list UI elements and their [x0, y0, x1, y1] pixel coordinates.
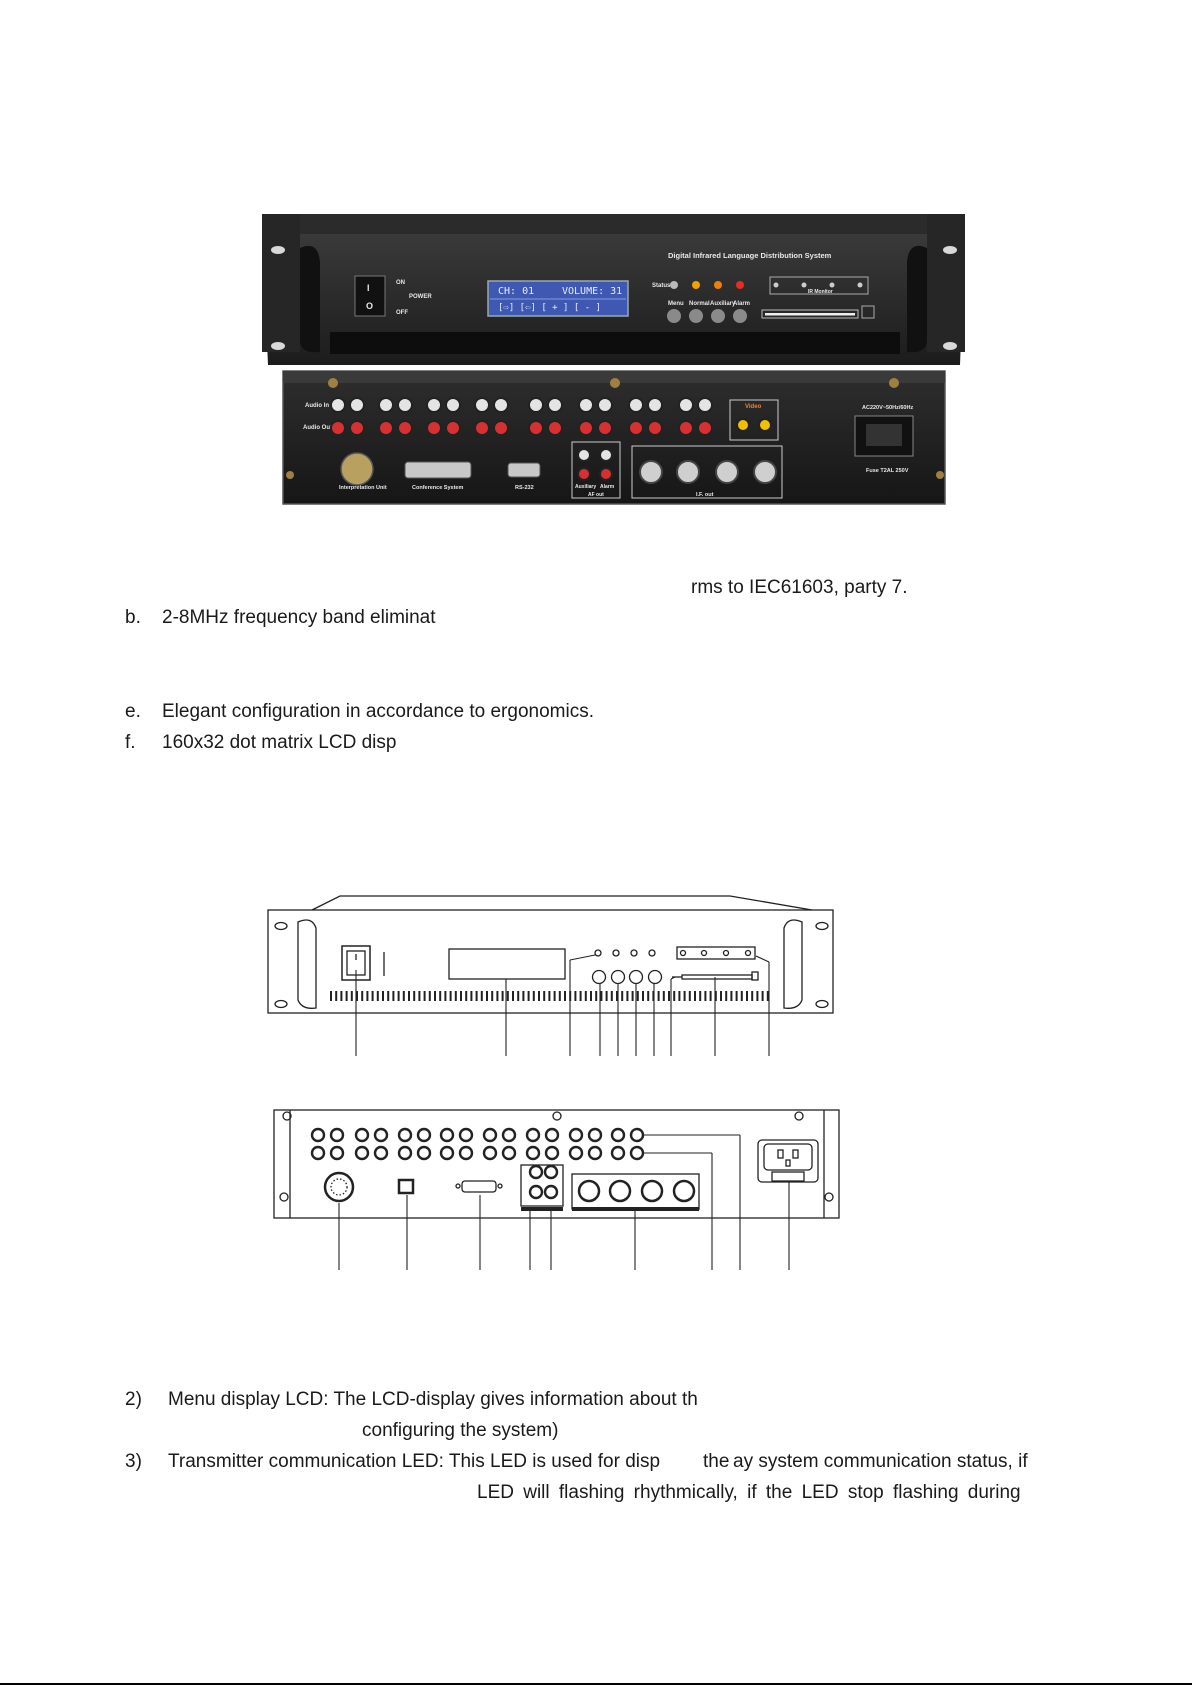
rear-connector-2: Conference System — [412, 485, 463, 491]
item-3-overlap-word: the — [703, 1451, 730, 1472]
lcd-keys: [⇨] [⇦] [ + ] [ - ] — [498, 303, 601, 313]
rear-drawing-jacks — [310, 1127, 645, 1200]
interpretation-connector-photo — [340, 452, 374, 486]
rear-video-label: Video — [745, 404, 762, 410]
front-vent-slots — [330, 332, 900, 354]
power-on-label: ON — [396, 280, 405, 286]
feature-e-text: Elegant configuration in accordance to e… — [162, 701, 594, 722]
rear-if-out-label: I.F. out — [696, 492, 714, 498]
feature-f-marker: f. — [125, 732, 136, 753]
front-panel-photo: I O ON POWER OFF CH: 01 VOLUME: 31 [⇨] [… — [262, 214, 965, 365]
rear-connector-3: RS-232 — [515, 485, 534, 491]
rear-connector-1: Interpretation Unit — [339, 485, 387, 491]
ir-monitor-label: IR Monitor — [808, 289, 833, 295]
device-title: Digital Infrared Language Distribution S… — [668, 251, 832, 260]
status-label: Status — [652, 283, 671, 289]
lcd-channel: CH: 01 — [498, 286, 534, 297]
item-2-text: Menu display LCD: The LCD-display gives … — [168, 1389, 698, 1410]
feature-b-marker: b. — [125, 607, 141, 628]
feature-a-fragment: rms to IEC61603, party 7. — [691, 577, 908, 598]
rear-callout-lines — [338, 1134, 790, 1270]
feature-f-text: 160x32 dot matrix LCD disp — [162, 732, 397, 753]
rear-audio-in-label: Audio In — [305, 403, 329, 409]
item-3-continuation: LED will flashing rhythmically, if the L… — [477, 1482, 1021, 1503]
item-2-marker: 2) — [125, 1389, 142, 1410]
lcd-photo — [487, 280, 629, 317]
rear-aux-label: Auxiliary — [575, 484, 596, 490]
page-bottom-rule — [0, 1683, 1192, 1685]
rear-audio-jacks — [330, 397, 713, 436]
power-on-symbol: I — [367, 283, 370, 293]
item-3-marker: 3) — [125, 1451, 142, 1472]
lcd-volume: VOLUME: 31 — [562, 286, 622, 297]
feature-b-text: 2-8MHz frequency band eliminat — [162, 607, 436, 628]
btn-label-menu: Menu — [668, 301, 684, 307]
power-off-label: OFF — [396, 310, 408, 316]
power-switch-photo — [354, 275, 386, 317]
item-3-text-end: ay system communication status, if — [733, 1451, 1028, 1472]
rear-panel-drawing — [273, 1109, 840, 1270]
btn-label-auxiliary: Auxiliary — [710, 301, 736, 307]
item-2-continuation: configuring the system) — [362, 1420, 559, 1441]
conference-connector-photo — [404, 461, 472, 479]
rear-panel-photo: Audio In Audio Out — [282, 370, 946, 505]
feature-e-marker: e. — [125, 701, 141, 722]
device-photo: I O ON POWER OFF CH: 01 VOLUME: 31 [⇨] [… — [262, 214, 965, 505]
item-3-text-start: Transmitter communication LED: This LED … — [168, 1451, 661, 1472]
front-callout-lines — [355, 954, 770, 1056]
btn-label-alarm: Alarm — [733, 301, 750, 307]
rear-fuse-label: Fuse T2AL 250V — [866, 468, 909, 474]
rear-af-out-label: AF out — [588, 492, 604, 498]
btn-label-normal: Normal — [689, 301, 710, 307]
power-off-symbol: O — [366, 301, 373, 311]
rear-alarm-label: Alarm — [600, 484, 615, 490]
rs232-connector-photo — [507, 462, 541, 478]
rear-audio-out-label: Audio Out — [303, 425, 332, 431]
front-panel-drawing — [267, 895, 834, 1056]
rear-ac-label: AC220V~50Hz/60Hz — [862, 405, 913, 411]
power-label: POWER — [409, 294, 432, 300]
